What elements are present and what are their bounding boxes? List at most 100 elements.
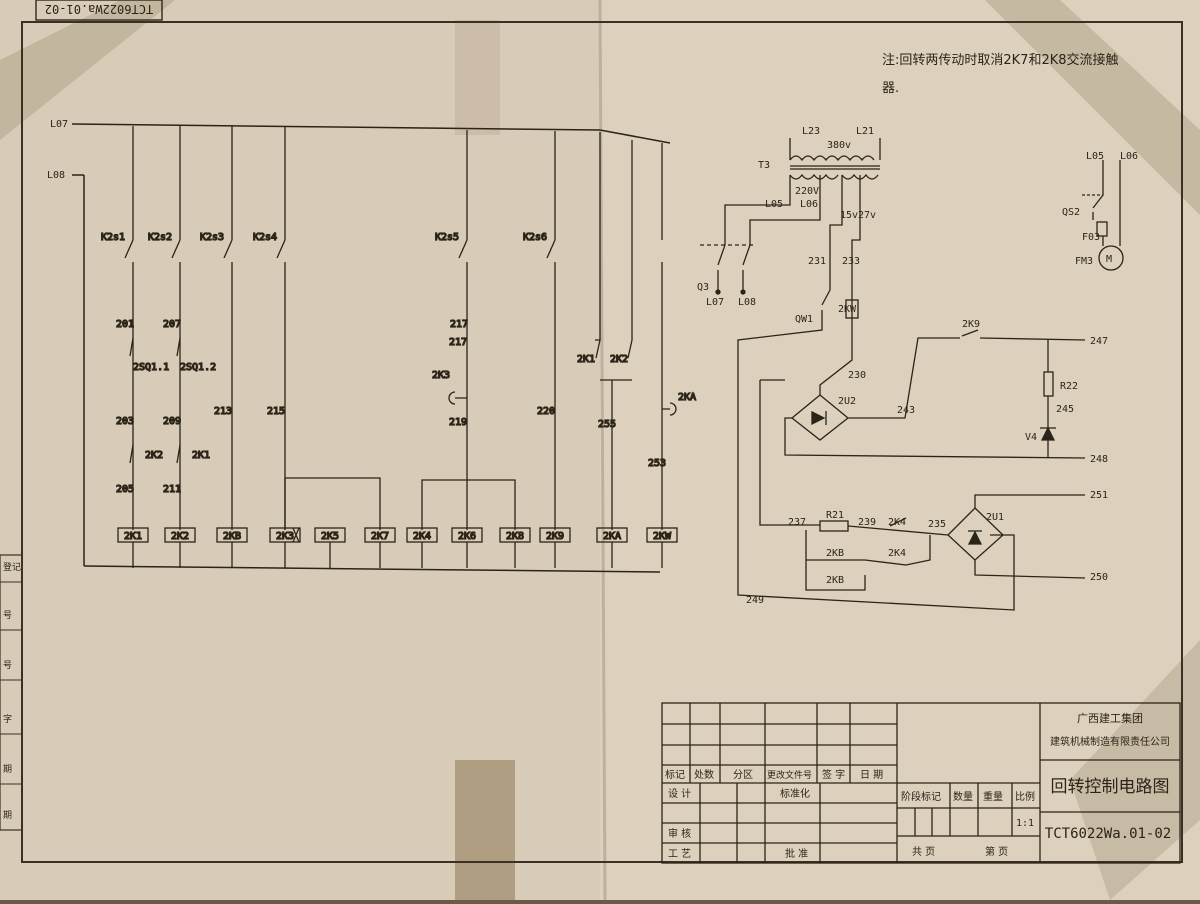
branch-node-label: 217 [449,337,467,348]
motor-l06: L06 [1120,151,1138,162]
rectifier-2u1 [800,494,1086,591]
2u2-245: 245 [1056,404,1074,415]
rail-l07-label: L07 [50,119,68,130]
stamp-text: TCT6022Wa.01-02 [45,2,153,16]
rectifier-2u2 [759,329,1086,526]
drawing-frame [21,21,1183,863]
2u2-label: 2U2 [838,396,856,407]
qw1-230: 230 [848,370,866,381]
2u1-r21: R21 [826,510,844,521]
branch-interlock-label: 2K2 [145,450,163,461]
tb-riqi: 日 期 [860,769,883,781]
tape-top-center [455,20,500,135]
t3-27v: 27v [858,210,876,221]
2u2-248: 248 [1090,454,1108,465]
tb-shuliang: 数量 [953,790,973,803]
branch-switch-label: K2s4 [253,232,277,243]
t3-l06: L06 [800,199,818,210]
tb-qianzi: 签 字 [822,768,845,781]
2u1-2kb-b: 2KB [826,575,844,586]
2u1-239: 239 [858,517,876,528]
branch-switch-label: K2s5 [435,232,459,243]
branch-9: 2K8 [499,527,531,568]
2u2-r22: R22 [1060,381,1078,392]
transformer-t3 [724,138,881,300]
tb-chushu: 处数 [694,768,714,781]
coil-label: 2K7 [371,531,389,542]
branch-node-label: 255 [598,419,616,430]
qw1-233: 233 [842,256,860,267]
branch-8: 2K6 K2s5 217 2K3 217 219 [431,130,483,568]
q3-l07: L07 [706,297,724,308]
branch-limit-label: 2SQ1.2 [180,362,216,373]
branch-contact-label: 2K2 [610,354,628,365]
qw1-231: 231 [808,256,826,267]
branch-node-label: 217 [450,319,468,330]
branch-contact-label: 2K3 [432,370,450,381]
branch-node-label: 209 [163,416,181,427]
left-strip-label: 期 [3,764,12,775]
coil-label: 2K5 [321,531,339,542]
2u1-2kb-a: 2KB [826,548,844,559]
t3-15v: 15v [840,210,858,221]
tb-bili: 比例 [1015,790,1035,803]
tb-zhongliang: 重量 [983,790,1003,803]
switch-qw1 [737,289,1015,611]
branch-limit-label: 2SQ1.1 [133,362,169,373]
2u1-249: 249 [746,595,764,606]
tb-biaozhun: 标准化 [780,787,810,800]
tb-jieduan: 阶段标记 [901,790,941,803]
branch-node-label: 211 [163,484,181,495]
tape-bottom-center [455,760,515,900]
branch-switch-label: K2s3 [200,232,224,243]
branch-contact-label: 2KA [678,392,696,403]
branch-switch-label: 2K1 [577,354,595,365]
motor-qs2: QS2 [1062,207,1080,218]
motor-circuit [1082,160,1124,271]
q3-label: Q3 [697,282,709,293]
2u2-243: 243 [897,405,915,416]
branch-node-label: 219 [449,417,467,428]
2u1-250: 250 [1090,572,1108,583]
2u1-label: 2U1 [986,512,1004,523]
left-strip-label: 号 [3,660,12,671]
branch-interlock-label: 2K1 [192,450,210,461]
coil-label: 2K2 [171,531,189,542]
tb-gengai: 更改文件号 [767,769,812,781]
left-strip-label: 号 [3,610,12,621]
motor-f03: F03 [1082,232,1100,243]
qw1-label: QW1 [795,314,813,325]
tape-top-right [985,0,1200,215]
2u1-251: 251 [1090,490,1108,501]
coil-label: 2K8 [506,531,524,542]
t3-220v: 220V [795,186,819,197]
left-strip-label: 期 [3,810,12,821]
power-rails [71,123,671,573]
coil-label: 2K4 [413,531,431,542]
motor-m: M [1106,254,1112,265]
branch-node-label: 253 [648,458,666,469]
2u2-247: 247 [1090,336,1108,347]
coil-label: 2K6 [458,531,476,542]
branch-node-label: 220 [537,406,555,417]
q3-l08: L08 [738,297,756,308]
motor-fm3: FM3 [1075,256,1093,267]
switch-q3 [700,244,755,295]
fold-line [598,0,607,901]
2u1-2k4-b: 2K4 [888,548,906,559]
coil-label: 2K3 [276,531,294,542]
coil-label: 2KB [223,531,241,542]
left-strip-label: 登记 [3,562,21,573]
coil-label: 2K1 [124,531,142,542]
drawing-title: 回转控制电路图 [1051,777,1170,797]
qw1-2kw: 2KW [838,304,857,315]
tape-bottom-right [1070,640,1200,900]
motor-l05: L05 [1086,151,1104,162]
